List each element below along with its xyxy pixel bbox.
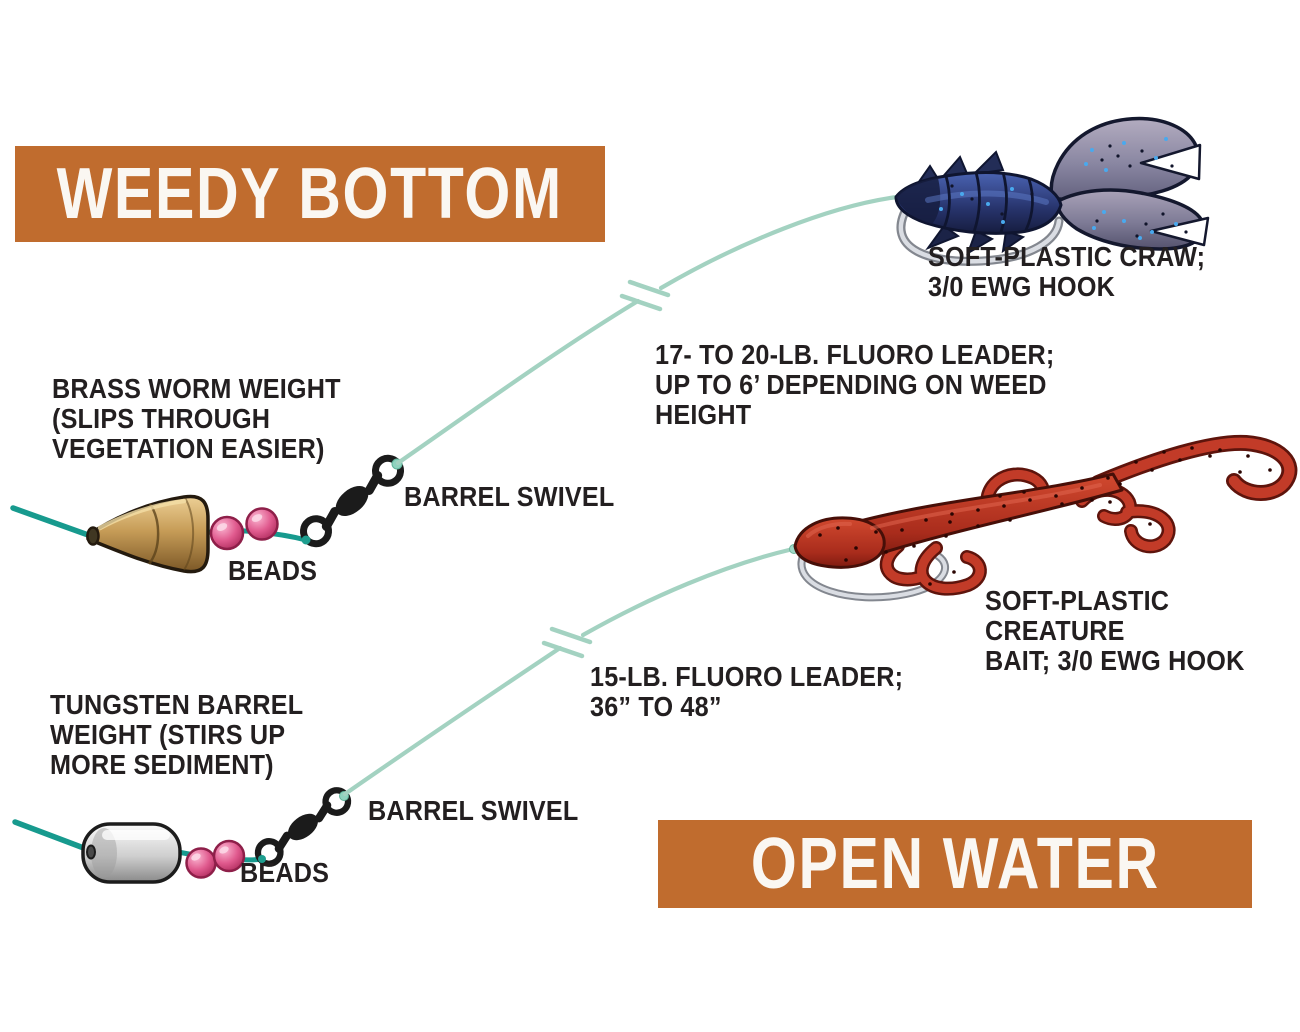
- ewg-hook-icon: [896, 201, 1064, 266]
- fluoro-leader-line: [342, 546, 796, 797]
- creature-bait-label: SOFT-PLASTIC CREATURE BAIT; 3/0 EWG HOOK: [985, 585, 1245, 676]
- tungsten-barrel-weight-graphic: [81, 822, 182, 884]
- beads-label-weedy: BEADS: [228, 555, 318, 586]
- open-water-banner: OPEN WATER: [658, 820, 1252, 908]
- barrel-swivel-label-open-water: BARREL SWIVEL: [368, 795, 579, 826]
- weedy-bottom-banner: WEEDY BOTTOM: [15, 146, 605, 242]
- weedy-rig-graphic: [10, 116, 1210, 574]
- barrel-swivel-graphic: [254, 787, 352, 867]
- open-water-banner-label: OPEN WATER: [750, 824, 1160, 904]
- fluoro-leader-line: [395, 194, 900, 466]
- beads-label-open-water: BEADS: [240, 857, 330, 888]
- weedy-bottom-banner-label: WEEDY BOTTOM: [56, 154, 564, 234]
- craw-lure-label: SOFT-PLASTIC CRAW; 3/0 EWG HOOK: [928, 241, 1206, 302]
- open-water-rig-graphic: [12, 434, 1298, 884]
- creature-bait-graphic: [793, 434, 1298, 602]
- beads-graphic: [185, 839, 246, 879]
- knot: [301, 535, 311, 545]
- craw-lure-graphic: [894, 116, 1210, 266]
- beads-graphic: [209, 507, 279, 551]
- barrel-swivel-label-weedy: BARREL SWIVEL: [404, 481, 615, 512]
- fluoro-leader-label-weedy: 17- TO 20-LB. FLUORO LEADER; UP TO 6’ DE…: [655, 339, 1055, 430]
- brass-worm-weight-graphic: [86, 494, 210, 574]
- line-break-mark: [541, 626, 593, 659]
- main-line: [12, 819, 92, 853]
- knot: [258, 855, 266, 863]
- main-line: [10, 505, 94, 539]
- ewg-hook-icon: [797, 552, 950, 602]
- tungsten-barrel-weight-label: TUNGSTEN BARREL WEIGHT (STIRS UP MORE SE…: [50, 689, 304, 780]
- fluoro-leader-label-open-water: 15-LB. FLUORO LEADER; 36” TO 48”: [590, 661, 904, 722]
- barrel-swivel-graphic: [299, 454, 405, 548]
- line-break-mark: [619, 279, 671, 312]
- brass-worm-weight-label: BRASS WORM WEIGHT (SLIPS THROUGH VEGETAT…: [52, 373, 341, 464]
